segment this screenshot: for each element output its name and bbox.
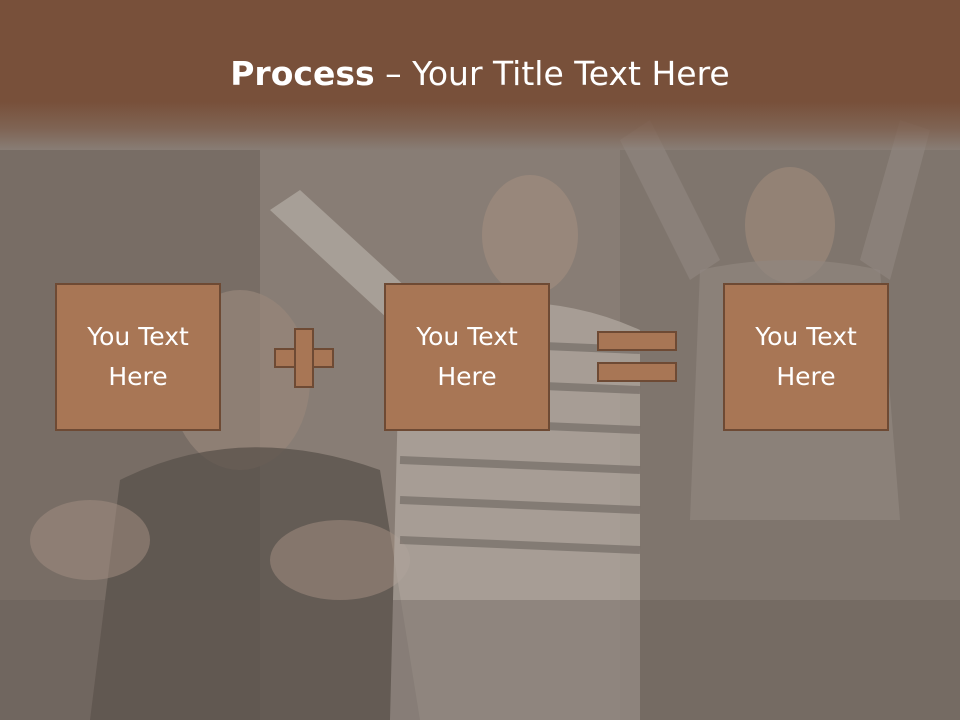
slide-title[interactable]: Process – Your Title Text Here	[0, 52, 960, 96]
equals-icon	[597, 331, 677, 383]
process-box-1-text: You Text Here	[87, 322, 189, 391]
process-box-3-text: You Text Here	[755, 322, 857, 391]
process-box-3[interactable]: You Text Here	[723, 283, 889, 431]
plus-icon	[274, 328, 334, 388]
process-box-1[interactable]: You Text Here	[55, 283, 221, 431]
process-box-2[interactable]: You Text Here	[384, 283, 550, 431]
title-rest: – Your Title Text Here	[374, 54, 730, 93]
process-box-2-text: You Text Here	[416, 322, 518, 391]
title-bold: Process	[230, 54, 375, 93]
title-banner	[0, 0, 960, 150]
